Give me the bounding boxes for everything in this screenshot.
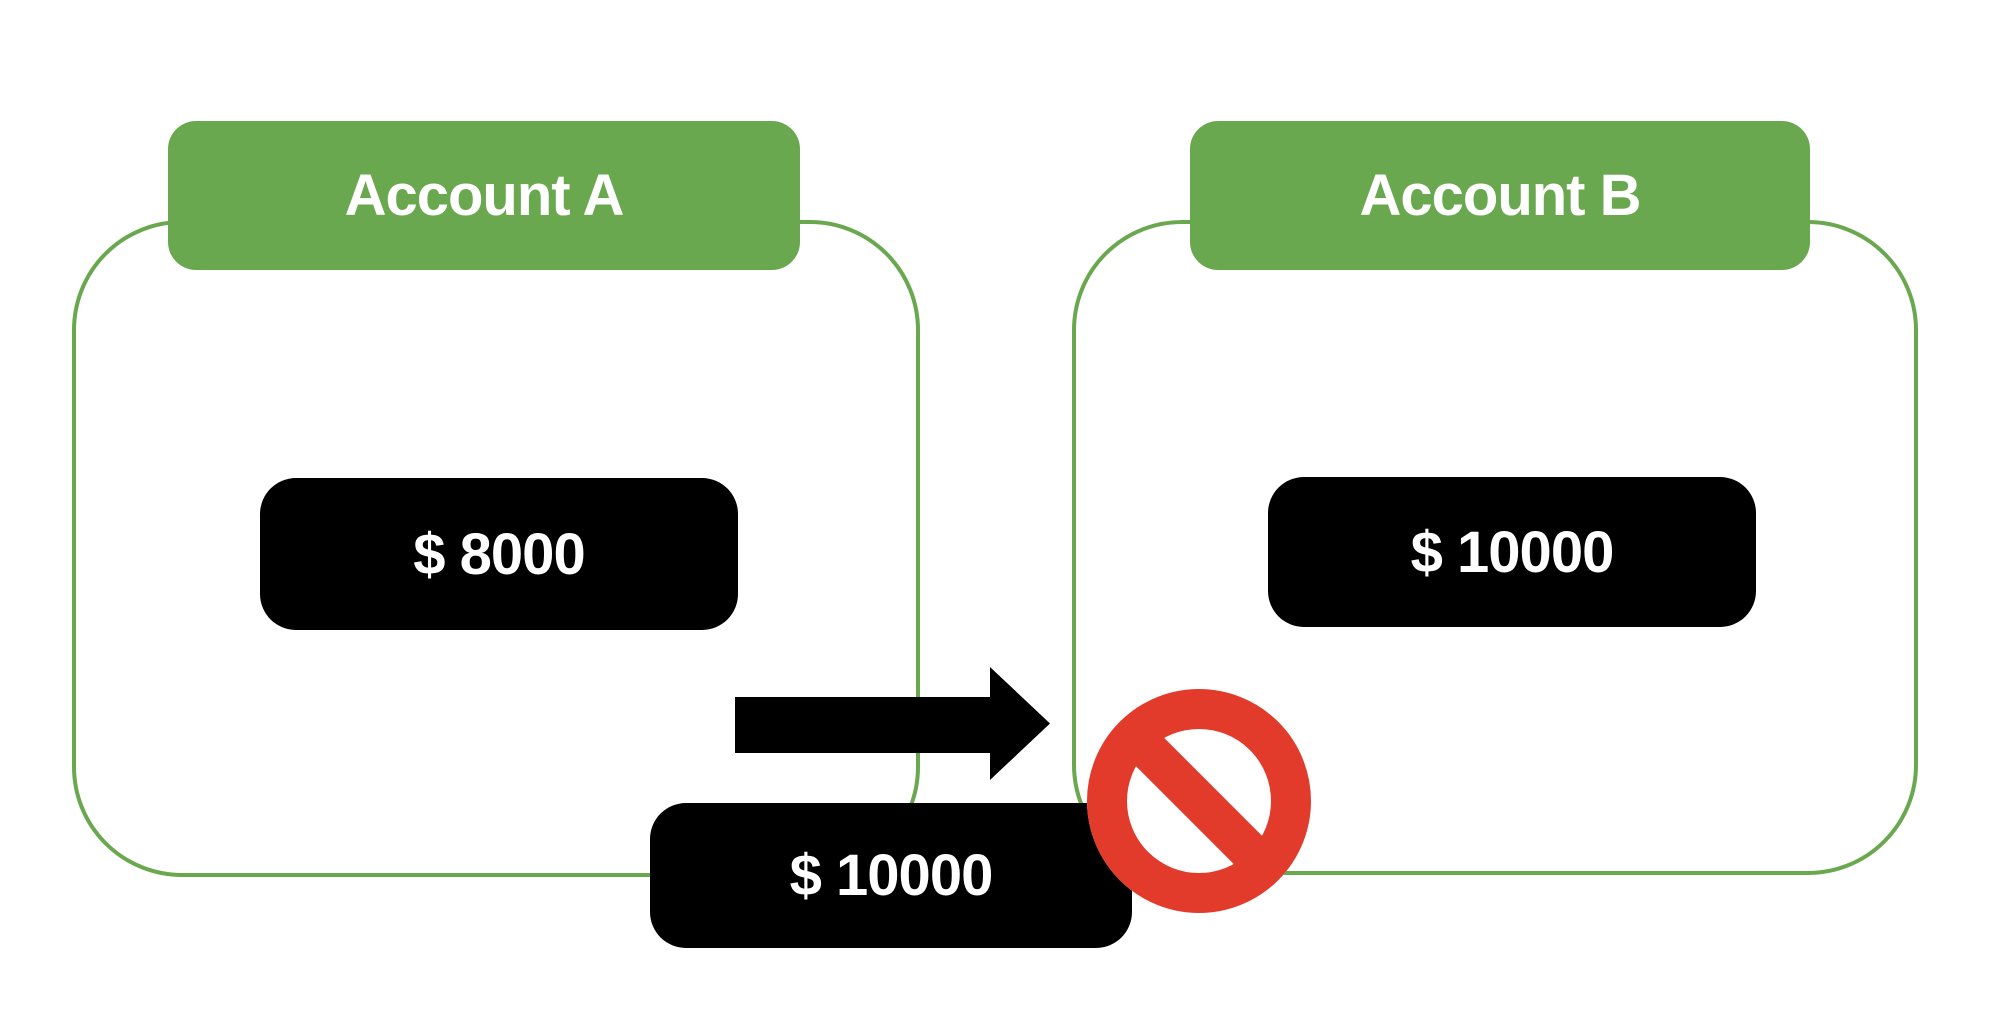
account-a-balance-box: $ 8000: [260, 478, 738, 630]
account-b-balance: $ 10000: [1410, 519, 1615, 585]
account-b-header: Account B: [1190, 121, 1810, 270]
account-a-title: Account A: [344, 163, 625, 228]
transfer-amount: $ 10000: [789, 843, 994, 908]
transfer-arrow-icon: [735, 667, 1050, 780]
prohibition-icon: [1087, 689, 1311, 913]
transfer-amount-box: $ 10000: [650, 803, 1132, 948]
account-b-title: Account B: [1359, 163, 1642, 228]
account-b-balance-box: $ 10000: [1268, 477, 1756, 627]
account-a-header: Account A: [168, 121, 800, 270]
account-a-balance: $ 8000: [413, 521, 585, 587]
